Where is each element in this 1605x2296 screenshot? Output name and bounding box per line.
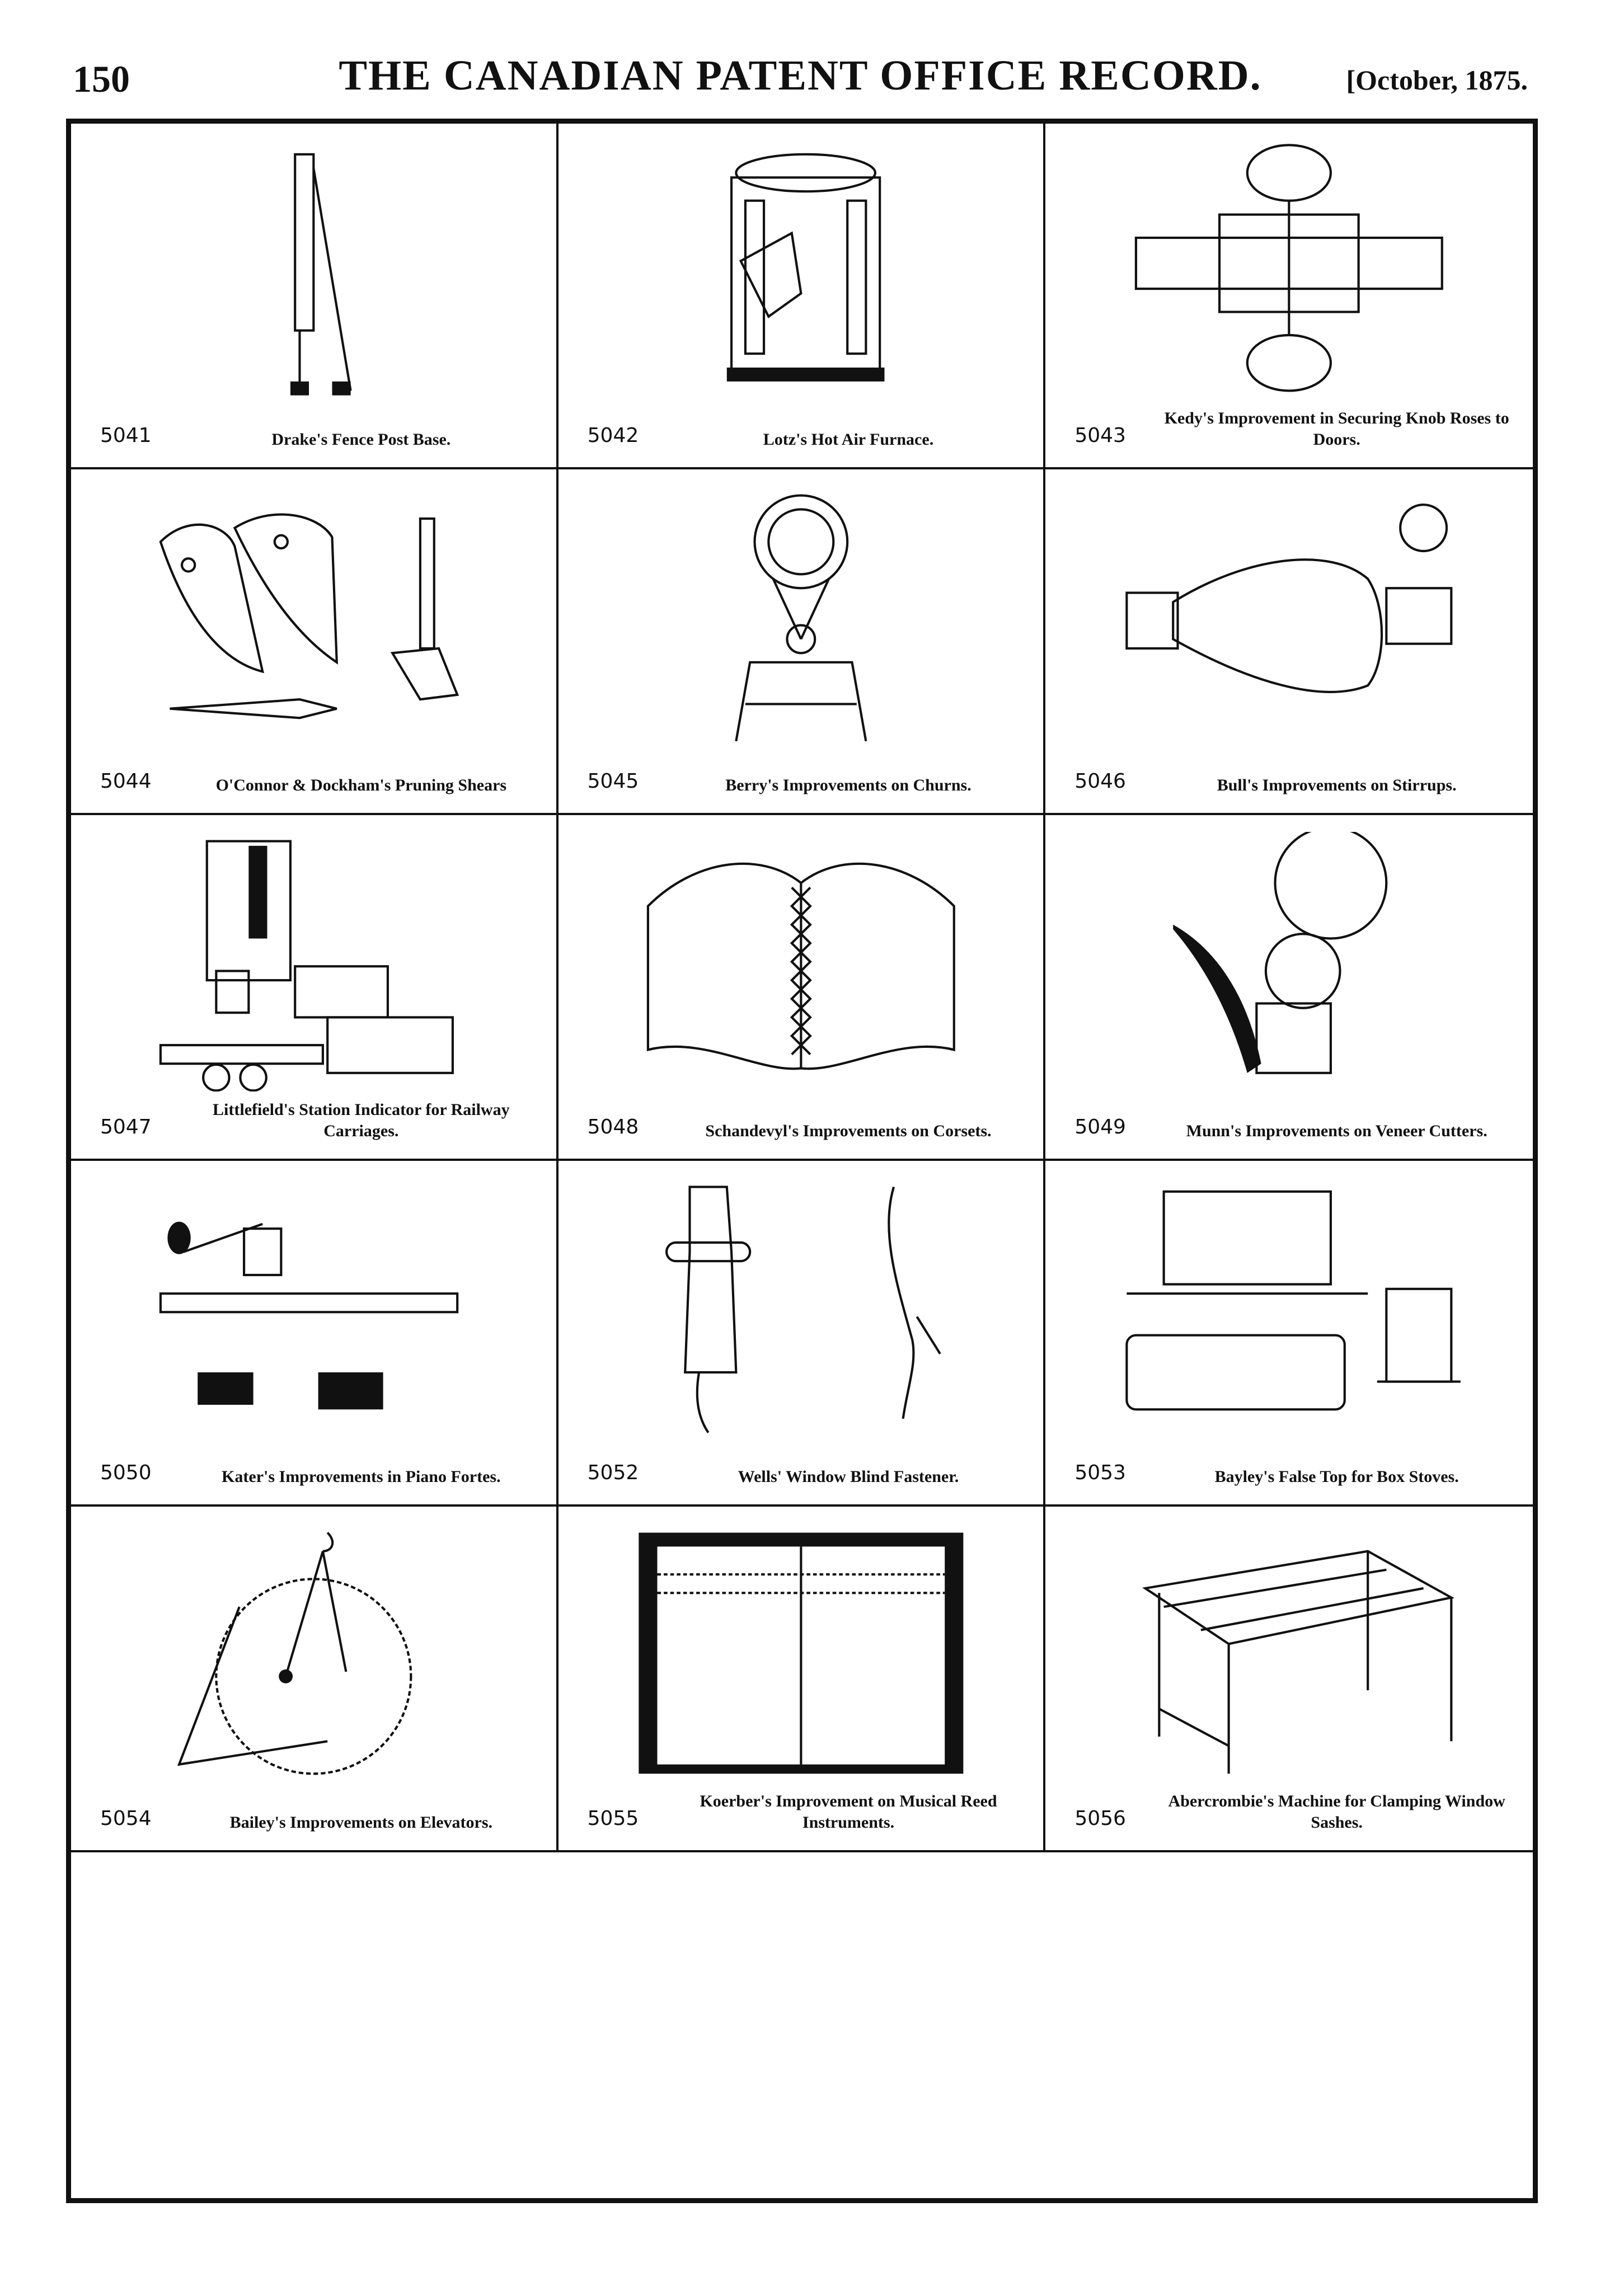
patent-cell-5041: 5041 Drake's Fence Post Base. <box>71 124 559 469</box>
patent-caption: Bayley's False Top for Box Stoves. <box>1214 1467 1459 1486</box>
patent-number: 5043 <box>1074 424 1126 447</box>
patent-caption: Littlefield's Station Indicator for Rail… <box>213 1100 510 1140</box>
patent-caption: Kater's Improvements in Piano Fortes. <box>222 1467 501 1486</box>
patent-caption: Munn's Improvements on Veneer Cutters. <box>1186 1122 1487 1140</box>
patent-cell-5046: 5046 Bull's Improvements on Stirrups. <box>1045 469 1533 815</box>
patent-cell-5054: 5054 Bailey's Improvements on Elevators. <box>71 1507 559 1852</box>
patent-number: 5044 <box>100 770 152 793</box>
patent-number: 5056 <box>1074 1807 1126 1830</box>
patent-cell-5048: 5048 Schandevyl's Improvements on Corset… <box>558 815 1046 1161</box>
patent-caption: Wells' Window Blind Fastener. <box>738 1467 959 1486</box>
patent-cell-5050: 5050 Kater's Improvements in Piano Forte… <box>71 1161 559 1507</box>
page-title: THE CANADIAN PATENT OFFICE RECORD. <box>339 52 1262 99</box>
patent-drawing-furnace <box>581 140 1021 400</box>
patent-drawing-stirrup <box>1068 486 1510 746</box>
patent-number: 5055 <box>587 1807 639 1830</box>
patent-number: 5041 <box>100 424 152 447</box>
patent-caption: Koerber's Improvement on Musical Reed In… <box>700 1792 997 1832</box>
patent-drawing-churn <box>581 486 1021 746</box>
patent-drawing-elevator <box>93 1523 534 1783</box>
patent-caption: Abercrombie's Machine for Clamping Windo… <box>1168 1792 1505 1832</box>
patent-caption: Bull's Improvements on Stirrups. <box>1217 776 1457 794</box>
patent-caption: Berry's Improvements on Churns. <box>725 776 972 794</box>
patent-drawing-veneer-cutter <box>1068 826 1510 1091</box>
patent-number: 5050 <box>100 1461 152 1484</box>
patent-cell-5049: 5049 Munn's Improvements on Veneer Cutte… <box>1045 815 1533 1161</box>
patent-number: 5054 <box>100 1807 152 1830</box>
patent-cell-5053: 5053 Bayley's False Top for Box Stoves. <box>1045 1161 1533 1507</box>
patent-drawing-sash-clamp <box>1068 1523 1510 1783</box>
patent-drawing-piano-forte <box>93 1178 534 1437</box>
patent-cell-5045: 5045 Berry's Improvements on Churns. <box>558 469 1046 815</box>
patent-number: 5053 <box>1074 1461 1126 1484</box>
patent-number: 5049 <box>1074 1116 1126 1138</box>
patent-number: 5052 <box>587 1461 639 1484</box>
page-number: 150 <box>73 58 130 100</box>
patent-illustration-grid: 5041 Drake's Fence Post Base. 5042 Lotz'… <box>66 119 1538 2203</box>
patent-drawing-corset <box>581 832 1021 1091</box>
patent-drawing-box-stove <box>1068 1178 1510 1437</box>
patent-number: 5047 <box>100 1116 152 1138</box>
patent-number: 5048 <box>587 1116 639 1138</box>
patent-drawing-fence-post <box>93 140 534 400</box>
patent-cell-5044: 5044 O'Connor & Dockham's Pruning Shears <box>71 469 559 815</box>
patent-cell-5052: 5052 Wells' Window Blind Fastener. <box>558 1161 1046 1507</box>
issue-date: [October, 1875. <box>1346 64 1528 96</box>
page-header: 150 THE CANADIAN PATENT OFFICE RECORD. [… <box>73 51 1528 113</box>
patent-number: 5045 <box>587 770 639 793</box>
patent-cell-5042: 5042 Lotz's Hot Air Furnace. <box>558 124 1046 469</box>
patent-caption: Bailey's Improvements on Elevators. <box>229 1813 493 1832</box>
patent-cell-5056: 5056 Abercrombie's Machine for Clamping … <box>1045 1507 1533 1852</box>
patent-drawing-blind-fastener <box>581 1178 1021 1437</box>
patent-caption: Schandevyl's Improvements on Corsets. <box>705 1122 992 1140</box>
patent-cell-5043: 5043 Kedy's Improvement in Securing Knob… <box>1045 124 1533 469</box>
patent-cell-5047: 5047 Littlefield's Station Indicator for… <box>71 815 559 1161</box>
patent-caption: Kedy's Improvement in Securing Knob Rose… <box>1164 409 1509 449</box>
patent-number: 5046 <box>1074 770 1126 793</box>
patent-caption: Drake's Fence Post Base. <box>271 430 451 449</box>
patent-caption: Lotz's Hot Air Furnace. <box>763 430 934 449</box>
patent-drawing-knob-rose <box>1068 140 1510 400</box>
patent-caption: O'Connor & Dockham's Pruning Shears <box>215 776 507 794</box>
patent-drawing-pruning-shears <box>93 486 534 746</box>
patent-number: 5042 <box>587 424 639 447</box>
patent-drawing-station-indicator <box>93 832 534 1092</box>
patent-cell-5055: 5055 Koerber's Improvement on Musical Re… <box>558 1507 1046 1852</box>
patent-drawing-reed-instrument <box>581 1523 1021 1783</box>
